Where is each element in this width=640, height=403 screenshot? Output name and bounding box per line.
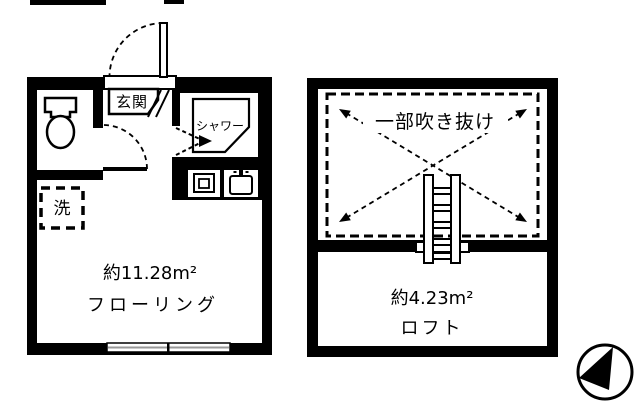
laundry-space-dashed-box: 洗 (39, 186, 85, 230)
void-cross-dashed-arrows (339, 109, 527, 222)
toilet-room-wall-bottom (37, 170, 103, 180)
void-dashed-boundary (325, 92, 540, 238)
loft-floor-plan: 一部吹き抜け 約4.23m² ロフト (307, 78, 558, 357)
shower-label: シャワー (196, 119, 244, 133)
entrance-label: 玄関 (116, 93, 148, 111)
entrance-door-swing-icon (108, 22, 168, 78)
void-label: 一部吹き抜け (375, 111, 495, 133)
washing-machine-icon (193, 173, 215, 193)
interior-door-swing-icon (102, 124, 148, 171)
loft-label: ロフト (401, 318, 464, 339)
entrance-step-hatch (147, 89, 170, 118)
toilet-icon (43, 96, 78, 150)
shower-doorway (172, 126, 180, 157)
north-arrow-icon (576, 343, 634, 401)
toilet-room-wall (93, 90, 103, 128)
shower-door-arrow-icon (175, 127, 212, 156)
laundry-label: 洗 (54, 199, 71, 219)
sliding-window-icon (106, 342, 231, 353)
main-floor-plan: 洗 玄関 シャワー 約11.28m² フローリング (27, 22, 272, 355)
void-label-backdrop (363, 106, 508, 133)
main-area-label: 約11.28m² (103, 263, 197, 284)
loft-area-label: 約4.23m² (391, 288, 474, 309)
sink-icon (229, 169, 253, 195)
ladder-icon (415, 174, 470, 264)
flooring-label: フローリング (87, 295, 219, 316)
cropped-header-remnant (30, 0, 184, 5)
